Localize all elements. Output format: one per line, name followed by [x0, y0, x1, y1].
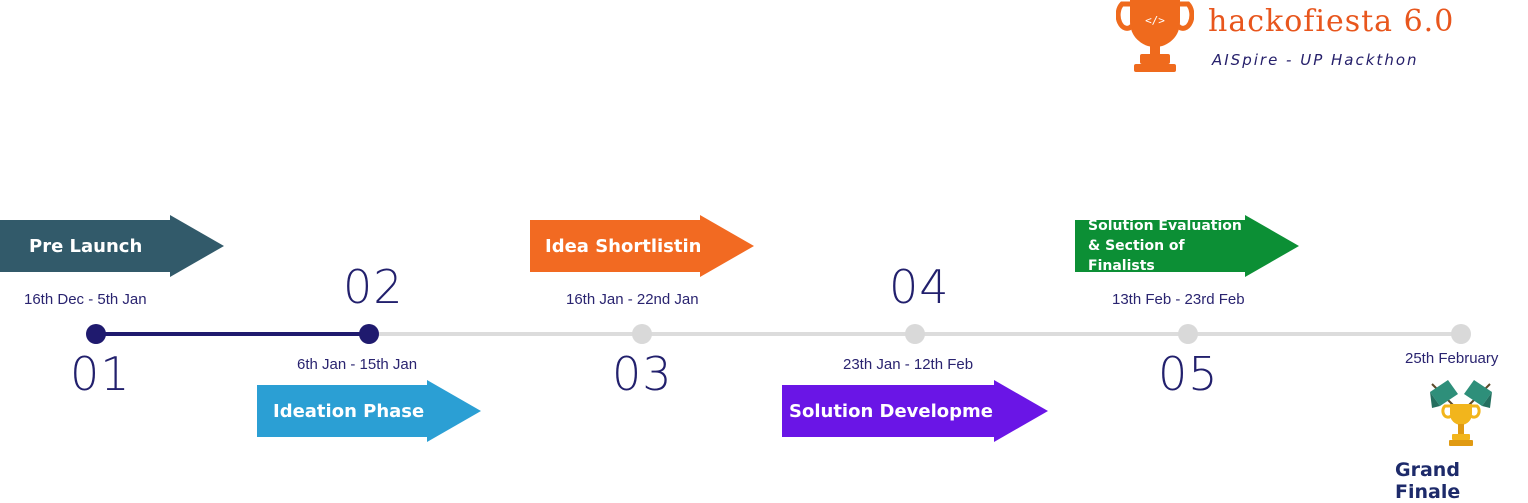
stage-04-number: 04 [889, 260, 950, 314]
stage-03-label: Idea Shortlisting [545, 235, 715, 257]
brand-subtitle: AISpire - UP Hackthon [1212, 51, 1419, 69]
timeline-dot-04 [905, 324, 925, 344]
finale-label: Grand Finale [1395, 459, 1461, 503]
stage-02-label: Ideation Phase [273, 400, 425, 422]
stage-03-arrow: Idea Shortlisting [530, 215, 754, 277]
stage-01-label: Pre Launch [29, 235, 143, 257]
stage-01-arrow: Pre Launch [0, 215, 224, 277]
stage-05-label-line1: Solution Evaluation [1088, 218, 1242, 234]
stage-04-label: Solution Development [789, 400, 1015, 422]
stage-04-date: 23th Jan - 12th Feb [843, 356, 974, 373]
timeline-dot-05 [1178, 324, 1198, 344]
stage-02-arrow: Ideation Phase [257, 380, 481, 442]
stage-03-number: 03 [612, 347, 673, 401]
stage-01-date: 16th Dec - 5th Jan [24, 291, 147, 308]
brand-title: hackofiesta 6.0 [1208, 4, 1455, 39]
stage-05-label: Solution Evaluation & Section of Finalis… [1088, 216, 1245, 276]
stage-05-arrow: Solution Evaluation & Section of Finalis… [1075, 215, 1299, 277]
timeline-dot-02 [359, 324, 379, 344]
finale-date: 25th February [1405, 350, 1499, 367]
stage-05-label-line2: & Section of Finalists [1088, 238, 1185, 274]
stage-04-arrow: Solution Development [782, 380, 1048, 442]
stage-05-date: 13th Feb - 23rd Feb [1112, 291, 1245, 308]
stage-02-date: 6th Jan - 15th Jan [297, 356, 418, 373]
stage-01-number: 01 [70, 347, 131, 401]
trophy-flags-icon [1430, 380, 1492, 446]
timeline-progress-line [96, 332, 369, 336]
trophy-logo-icon: </> [1116, 0, 1194, 72]
svg-text:</>: </> [1145, 14, 1165, 27]
timeline-dot-01 [86, 324, 106, 344]
timeline-dot-03 [632, 324, 652, 344]
stage-05-number: 05 [1158, 347, 1219, 401]
stage-02-number: 02 [343, 260, 404, 314]
stage-03-date: 16th Jan - 22nd Jan [566, 291, 699, 308]
timeline-dot-finale [1451, 324, 1471, 344]
